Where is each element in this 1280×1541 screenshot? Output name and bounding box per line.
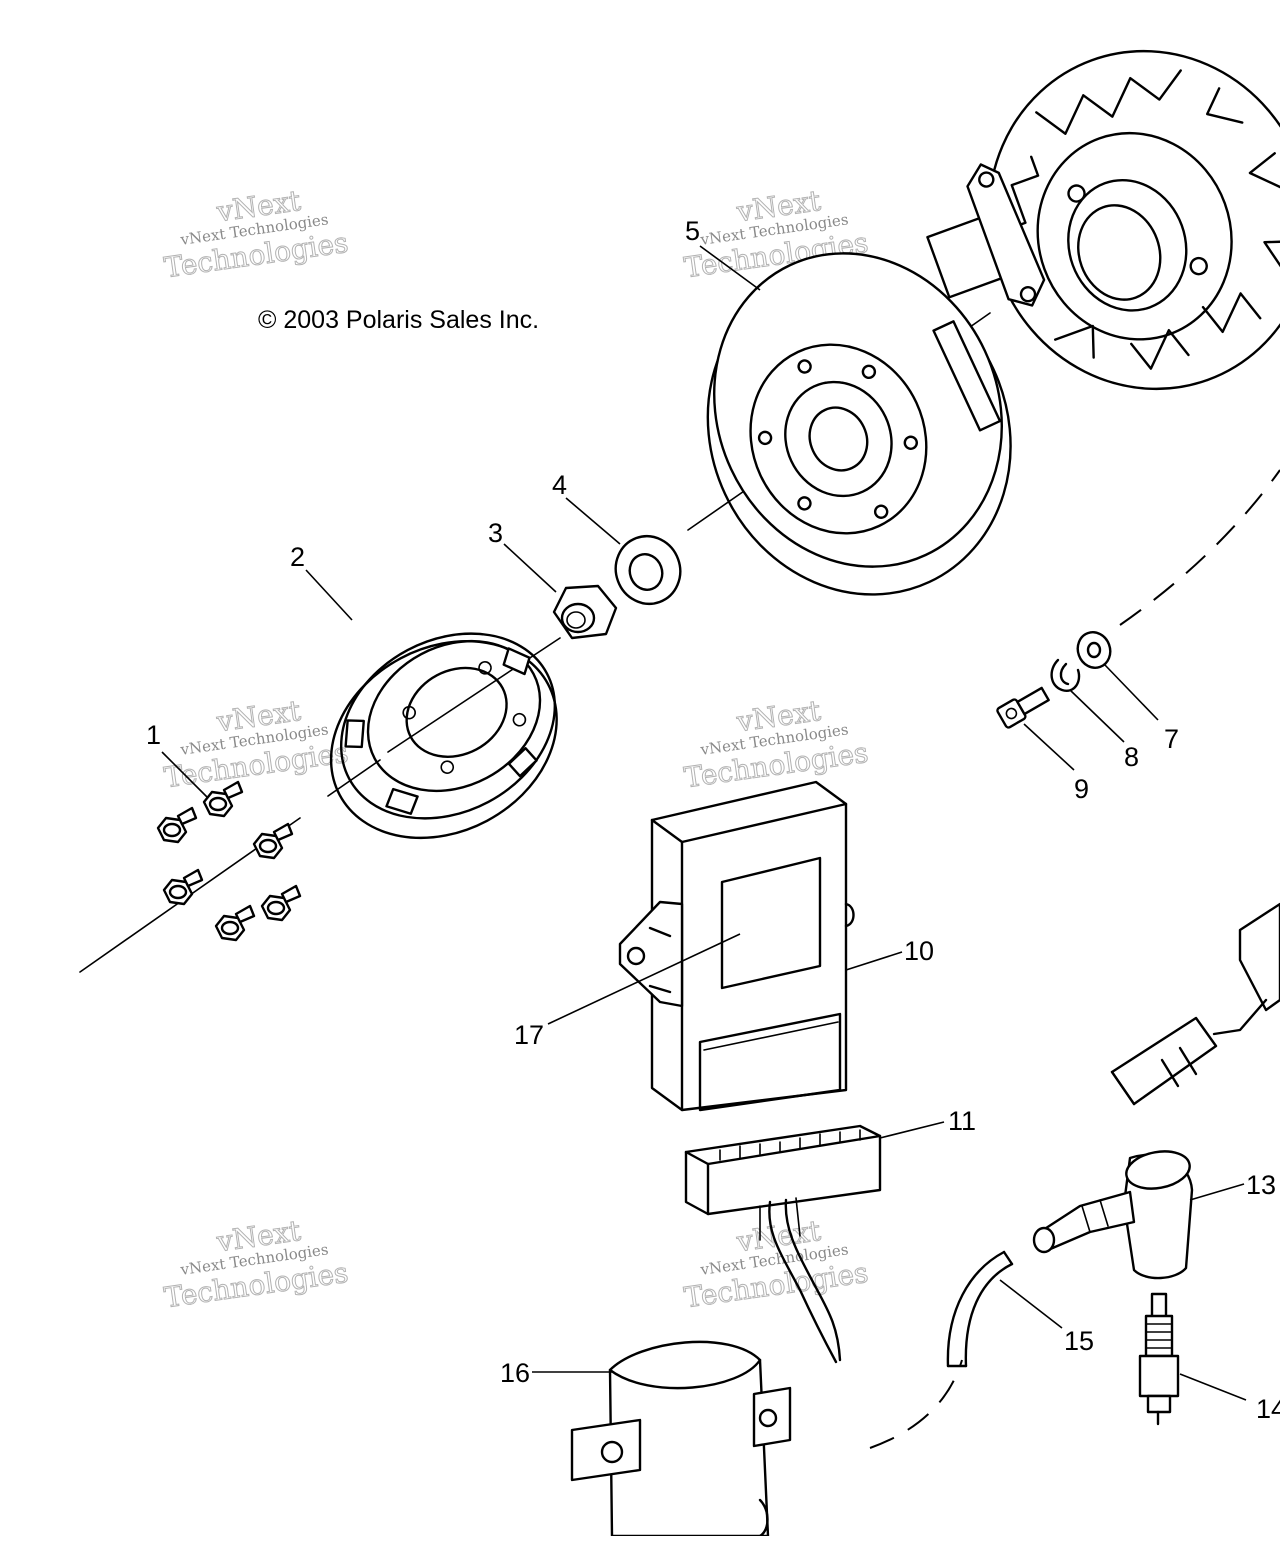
- bolts-part-1: [156, 780, 302, 942]
- watermark-4: vNext vNext Technologies Technologies: [682, 693, 871, 794]
- connector-part-11: [684, 1124, 882, 1364]
- partial-coil-right: [1110, 902, 1280, 1106]
- callout-5: 5: [685, 216, 700, 246]
- watermark-5: vNext vNext Technologies Technologies: [162, 1213, 351, 1314]
- washer-part-7: [1076, 631, 1112, 669]
- watermark-6: vNext vNext Technologies Technologies: [682, 1213, 871, 1314]
- callout-16: 16: [500, 1358, 530, 1388]
- leader-lines: [161, 245, 1247, 1401]
- label-part-17: [720, 856, 822, 990]
- watermark-1: vNext vNext Technologies Technologies: [162, 183, 351, 284]
- callout-1: 1: [146, 720, 161, 750]
- callout-3: 3: [488, 518, 503, 548]
- copyright-notice: © 2003 Polaris Sales Inc.: [258, 306, 539, 334]
- callout-17: 17: [514, 1020, 544, 1050]
- screw-part-9: [996, 686, 1050, 729]
- spark-plug-part-14: [1138, 1292, 1180, 1426]
- starter-pulley-part-2: [329, 632, 558, 840]
- callout-7: 7: [1164, 724, 1179, 754]
- callout-4: 4: [552, 470, 567, 500]
- stator: [926, 49, 1280, 391]
- ignition-coil-part-16: [570, 1340, 792, 1538]
- watermark-3: vNext vNext Technologies Technologies: [162, 693, 351, 794]
- flywheel-part-5: [706, 252, 1012, 596]
- callout-11: 11: [948, 1106, 976, 1136]
- washer-part-4: [614, 535, 682, 605]
- dashed-path-coil: [869, 1359, 963, 1449]
- spark-plug-cap-part-13: [1032, 1150, 1194, 1280]
- callout-8: 8: [1124, 742, 1139, 772]
- callout-numbers: 1 2 3 4 5 7 8 9 10 11 13 14 15 16 17: [146, 216, 1280, 1424]
- callout-14: 14: [1256, 1394, 1280, 1424]
- callout-9: 9: [1074, 774, 1089, 804]
- cdi-box-part-10: [618, 780, 855, 1112]
- callout-15: 15: [1064, 1326, 1094, 1356]
- callout-10: 10: [904, 936, 934, 966]
- callout-13: 13: [1246, 1170, 1276, 1200]
- lock-washer-part-8: [1050, 658, 1081, 692]
- nut-part-3: [552, 584, 618, 640]
- callout-2: 2: [290, 542, 305, 572]
- dashed-path-washers: [1119, 469, 1280, 626]
- hose-part-15: [946, 1250, 1014, 1368]
